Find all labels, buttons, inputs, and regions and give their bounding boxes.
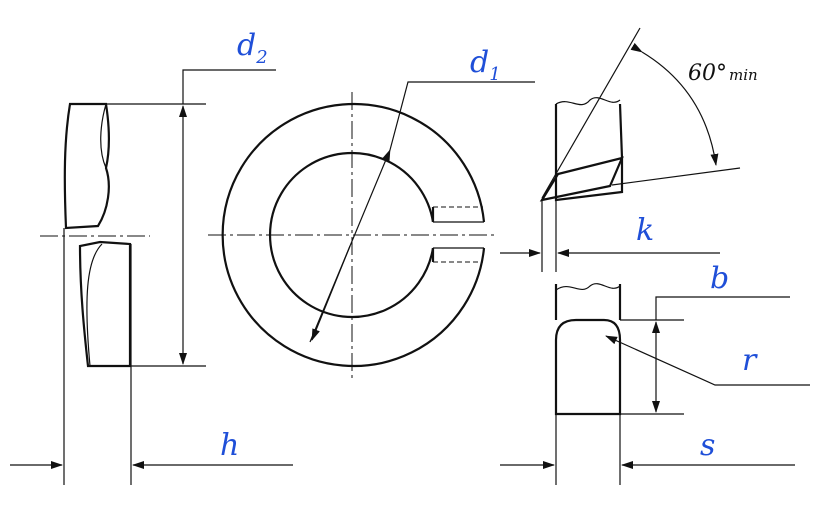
washer-side-lower-inner bbox=[86, 243, 103, 367]
section-break-line bbox=[555, 283, 621, 291]
cross-section-view bbox=[500, 283, 810, 485]
b-leader bbox=[655, 296, 790, 320]
hatched-section bbox=[554, 318, 622, 416]
label-angle: 60°min bbox=[688, 61, 758, 86]
bevel-break-line bbox=[555, 97, 621, 106]
bevel-detail-view bbox=[500, 27, 741, 272]
bevel-section-outline bbox=[554, 103, 624, 202]
bevel-reference-line bbox=[611, 167, 741, 186]
label-r: r bbox=[742, 343, 758, 378]
washer-side-upper-inner bbox=[100, 103, 107, 169]
d1-arrow-lower bbox=[311, 245, 351, 341]
dimension-labels: d2 d1 60°min k b r h s bbox=[220, 28, 758, 463]
washer-side-upper bbox=[63, 102, 111, 230]
label-h: h bbox=[220, 428, 239, 463]
side-view bbox=[10, 69, 293, 485]
bevel-angle-line bbox=[541, 27, 641, 199]
d1-leader bbox=[389, 81, 535, 151]
washer-side-lower bbox=[78, 240, 132, 368]
front-view bbox=[208, 81, 535, 380]
angle-arc bbox=[630, 42, 719, 166]
label-d2: d2 bbox=[237, 28, 268, 68]
label-s: s bbox=[700, 428, 715, 463]
d2-leader bbox=[182, 69, 276, 104]
r-leader bbox=[605, 335, 810, 386]
label-k: k bbox=[636, 213, 654, 248]
label-b: b bbox=[710, 261, 729, 296]
washer-outer-edge bbox=[221, 102, 486, 368]
washer-inner-edge bbox=[269, 151, 435, 319]
label-d1: d1 bbox=[470, 45, 501, 85]
bevel-edge bbox=[539, 156, 624, 202]
